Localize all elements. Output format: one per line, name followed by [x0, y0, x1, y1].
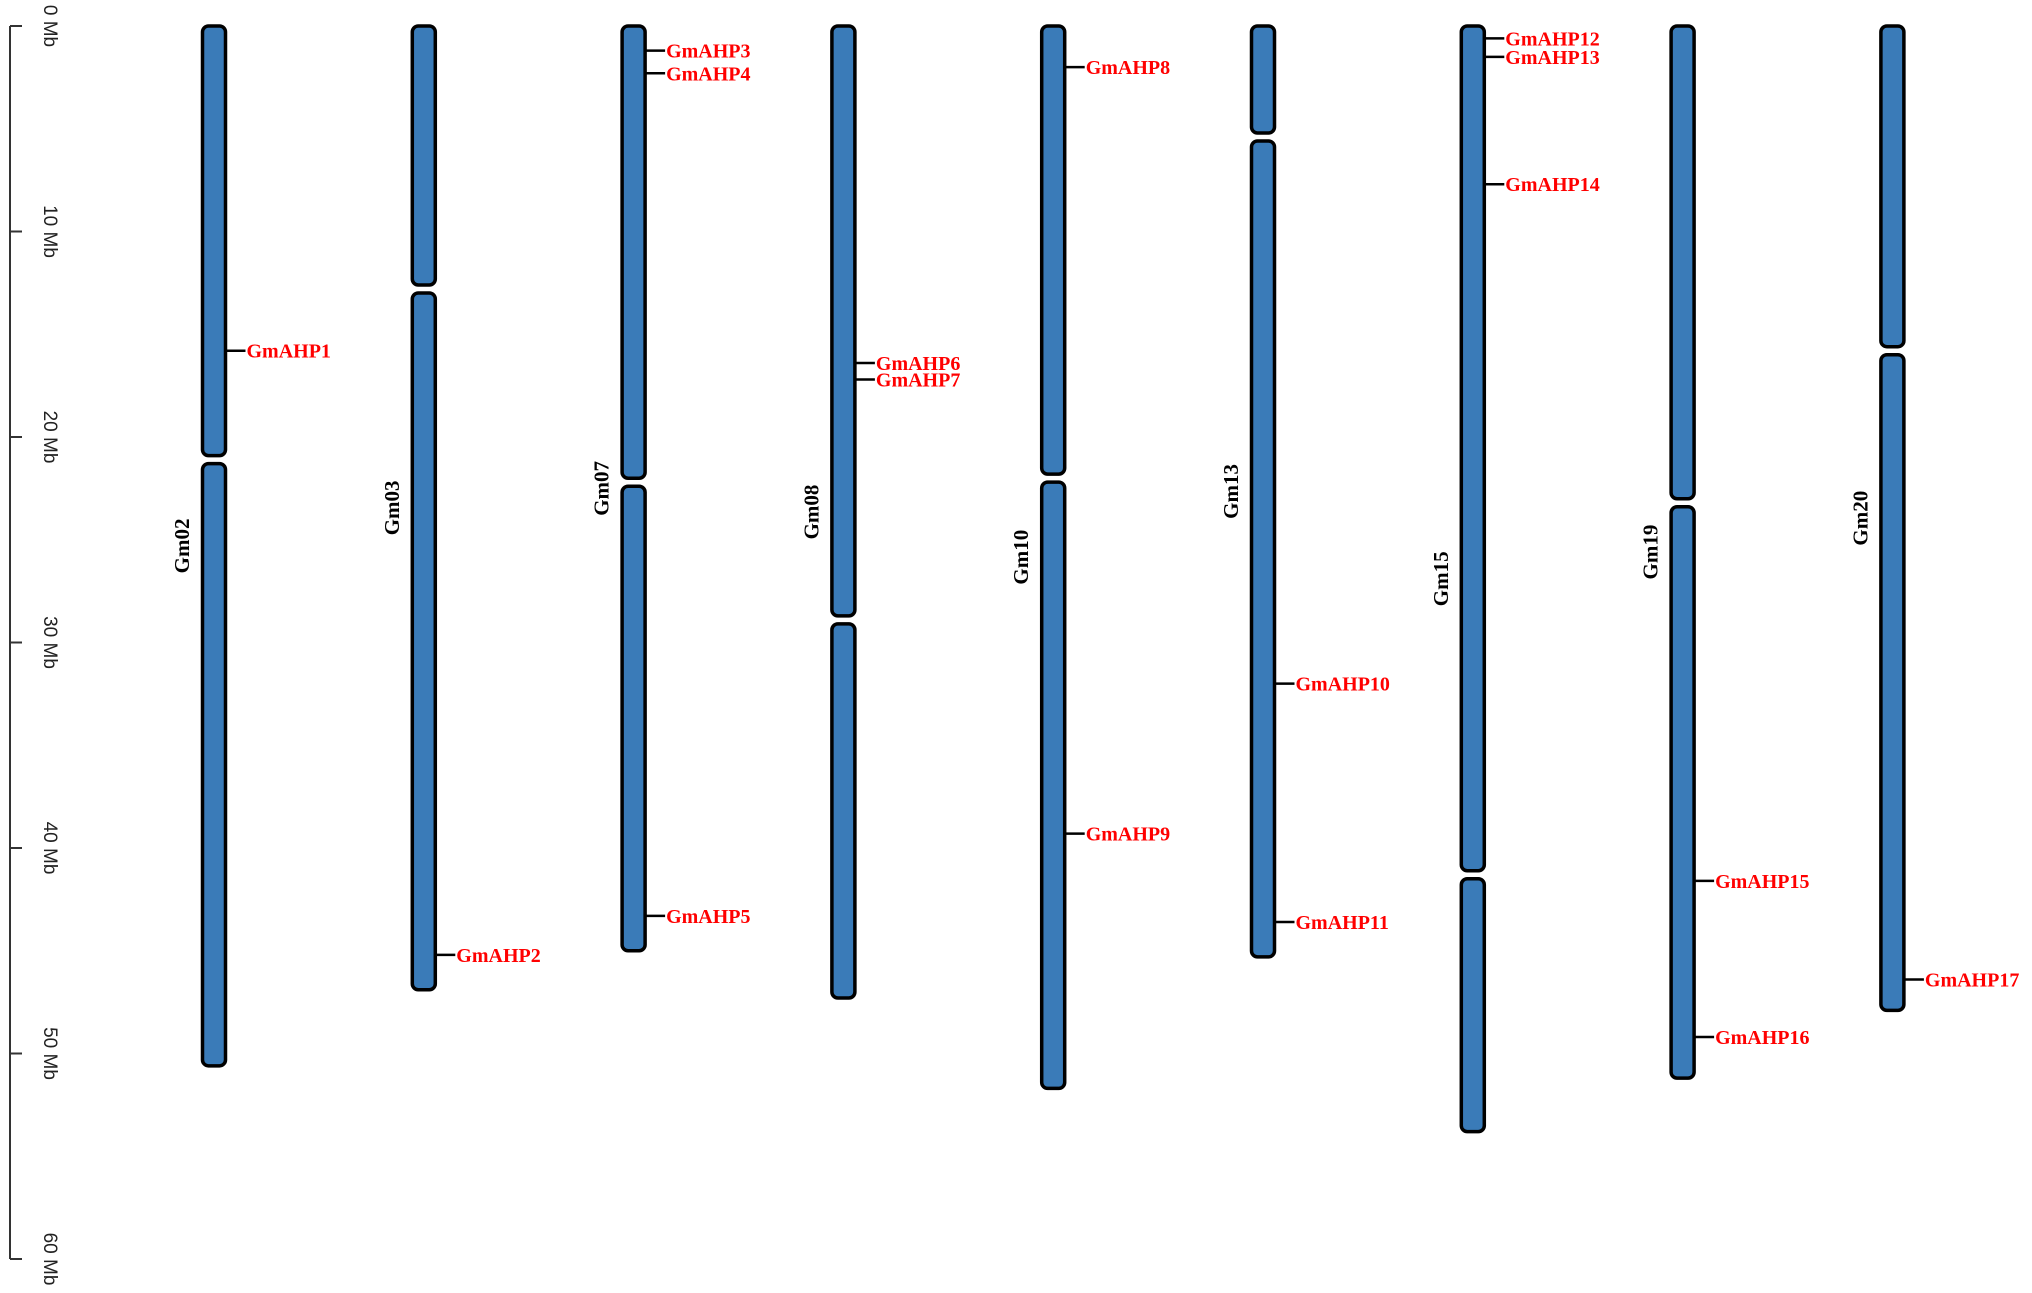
gene-marker-gmahp10: GmAHP10	[1274, 674, 1390, 696]
chromosome-long-arm	[1039, 480, 1067, 1091]
axis-tick-label: 30 Mb	[39, 616, 60, 669]
gene-marker-gmahp8: GmAHP8	[1064, 57, 1170, 79]
gene-label: GmAHP8	[1086, 57, 1170, 79]
chromosome-short-arm	[830, 24, 857, 618]
gene-label: GmAHP6	[876, 353, 960, 375]
chromosome-long-arm	[1669, 505, 1696, 1080]
axis-tick-label: 60 Mb	[39, 1233, 60, 1286]
chromosome-short-arm	[1669, 24, 1696, 501]
gene-label: GmAHP7	[876, 369, 960, 391]
gene-marker-gmahp14: GmAHP14	[1484, 174, 1600, 196]
gene-marker-gmahp17: GmAHP17	[1903, 970, 2019, 992]
gene-marker-gmahp7: GmAHP7	[854, 369, 960, 391]
gene-label: GmAHP17	[1925, 970, 2019, 992]
chromosome-gm13: Gm13	[1219, 24, 1277, 959]
gene-label: GmAHP4	[666, 63, 750, 85]
chromosome-short-arm	[1459, 24, 1487, 873]
chromosome-label: Gm03	[380, 480, 404, 535]
chromosome-label: Gm13	[1219, 464, 1243, 519]
gene-markers: GmAHP1GmAHP2GmAHP3GmAHP4GmAHP5GmAHP6GmAH…	[225, 28, 2019, 1049]
axis-tick-label: 20 Mb	[39, 411, 60, 464]
gene-marker-gmahp16: GmAHP16	[1694, 1027, 1810, 1049]
gene-marker-gmahp6: GmAHP6	[854, 353, 960, 375]
chromosome-long-arm	[200, 461, 228, 1068]
gene-label: GmAHP16	[1715, 1027, 1809, 1049]
gene-marker-gmahp11: GmAHP11	[1274, 912, 1389, 934]
chromosome-long-arm	[1459, 876, 1487, 1134]
gene-marker-gmahp13: GmAHP13	[1484, 47, 1600, 69]
chromosome-label: Gm15	[1429, 551, 1453, 606]
gene-marker-gmahp5: GmAHP5	[645, 906, 751, 928]
chromosome-gm15: Gm15	[1429, 24, 1487, 1134]
gene-label: GmAHP9	[1086, 824, 1170, 846]
chromosome-gm02: Gm02	[170, 24, 228, 1068]
chromosome-long-arm	[830, 622, 857, 1000]
gene-marker-gmahp1: GmAHP1	[225, 341, 331, 363]
chromosome-gm03: Gm03	[380, 24, 438, 992]
chromosome-label: Gm20	[1848, 491, 1872, 546]
chromosome-long-arm	[1249, 139, 1277, 959]
chromosome-label: Gm08	[799, 485, 823, 540]
gene-label: GmAHP10	[1296, 674, 1390, 696]
gene-label: GmAHP13	[1505, 47, 1599, 69]
gene-label: GmAHP2	[456, 945, 540, 967]
chromosome-label: Gm10	[1009, 530, 1033, 585]
chromosome-gm19: Gm19	[1639, 24, 1696, 1080]
chromosome-gm20: Gm20	[1848, 24, 1906, 1013]
chromosome-gm10: Gm10	[1009, 24, 1067, 1091]
gene-marker-gmahp2: GmAHP2	[435, 945, 541, 967]
chromosome-long-arm	[410, 291, 438, 992]
gene-marker-gmahp12: GmAHP12	[1484, 28, 1600, 50]
chromosome-gm07: Gm07	[590, 24, 647, 953]
axis-tick-label: 10 Mb	[39, 205, 60, 258]
chromosome-short-arm	[1879, 24, 1906, 349]
chromosome-short-arm	[1249, 24, 1277, 135]
gene-label: GmAHP11	[1296, 912, 1389, 934]
gene-marker-gmahp9: GmAHP9	[1064, 824, 1170, 846]
gene-label: GmAHP5	[666, 906, 750, 928]
gene-label: GmAHP15	[1715, 871, 1809, 893]
chromosome-short-arm	[1039, 24, 1067, 476]
chromosome-label: Gm19	[1639, 525, 1663, 580]
chromosome-label: Gm02	[170, 519, 194, 574]
chromosome-label: Gm07	[590, 461, 614, 516]
gene-label: GmAHP14	[1505, 174, 1599, 196]
chromosome-long-arm	[620, 484, 647, 953]
chromosome-short-arm	[200, 24, 228, 458]
chromosome-gm08: Gm08	[799, 24, 857, 1000]
gene-marker-gmahp15: GmAHP15	[1694, 871, 1810, 893]
y-axis: 0 Mb 10 Mb 20 Mb 30 Mb 40 Mb 50 Mb 60 Mb	[9, 5, 60, 1286]
gene-marker-gmahp4: GmAHP4	[645, 63, 751, 85]
axis-tick-label: 50 Mb	[39, 1027, 60, 1080]
gene-label: GmAHP1	[247, 341, 331, 363]
chromosome-long-arm	[1879, 352, 1906, 1013]
gene-label: GmAHP12	[1505, 28, 1599, 50]
chromosome-short-arm	[620, 24, 647, 480]
axis-tick-label: 40 Mb	[39, 822, 60, 875]
gene-label: GmAHP3	[666, 41, 750, 63]
chromosome-short-arm	[410, 24, 438, 287]
axis-tick-label: 0 Mb	[39, 5, 60, 47]
gene-marker-gmahp3: GmAHP3	[645, 41, 751, 63]
